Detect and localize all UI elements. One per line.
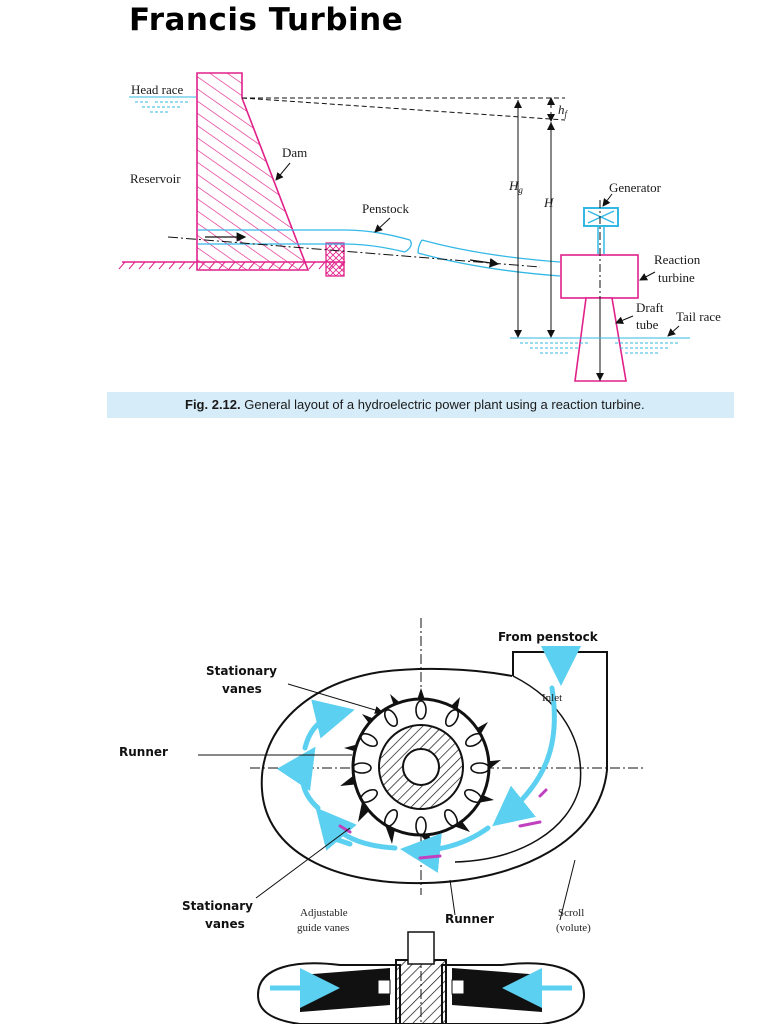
penstock-centerline (167, 236, 541, 268)
leader-lines (198, 683, 576, 921)
label-penstock: Penstock (362, 201, 409, 216)
label-scroll-1: Scroll (558, 907, 584, 919)
label-stationary-vanes-top-1: Stationary (206, 664, 277, 678)
label-tail-race: Tail race (676, 309, 721, 324)
label-h: H (543, 195, 554, 210)
dimension-lines (514, 97, 555, 338)
label-stationary-vanes-bottom-2: vanes (205, 917, 245, 931)
caption-text: General layout of a hydroelectric power … (240, 397, 645, 412)
label-scroll-2: (volute) (556, 922, 591, 934)
caption-number: Fig. 2.12. (185, 397, 241, 412)
figure-caption: Fig. 2.12. General layout of a hydroelec… (185, 397, 645, 412)
ground-line (118, 261, 346, 270)
anchor-block (325, 242, 345, 277)
label-reservoir: Reservoir (130, 171, 181, 186)
label-runner-left: Runner (119, 745, 168, 759)
label-stationary-vanes-top-2: vanes (222, 682, 262, 696)
penstock-pipe (198, 229, 561, 277)
label-turbine: turbine (658, 270, 695, 285)
flow-arrow-2 (469, 258, 500, 268)
label-from-penstock: From penstock (498, 630, 599, 644)
scroll-casing (260, 651, 608, 885)
dam-shape (196, 72, 310, 271)
label-hf: hf (558, 102, 569, 119)
label-draft: Draft (636, 300, 664, 315)
head-lines (241, 97, 566, 121)
label-adjustable-2: guide vanes (297, 922, 349, 934)
page-title: Francis Turbine (129, 2, 404, 38)
tail-race-water (510, 337, 690, 354)
label-head-race: Head race (131, 82, 184, 97)
figure-caption-bar (107, 392, 734, 418)
label-reaction: Reaction (654, 252, 701, 267)
head-race-water (129, 96, 196, 113)
runner-blades (352, 700, 490, 836)
leader-arrows (275, 162, 680, 337)
section-view (256, 931, 586, 1024)
generator (583, 207, 619, 254)
runner-shaft (402, 748, 440, 786)
label-tube: tube (636, 317, 659, 332)
label-adjustable-1: Adjustable (300, 907, 348, 919)
label-generator: Generator (609, 180, 662, 195)
hydro-plant-layout-diagram: Head race Reservoir Dam Penstock Hg H hf… (118, 72, 721, 382)
label-hg: Hg (508, 178, 523, 195)
label-dam: Dam (282, 145, 307, 160)
scroll-inner (454, 675, 582, 863)
flow-arrows (276, 646, 581, 873)
flow-accents (338, 788, 548, 860)
label-runner-bottom: Runner (445, 912, 494, 926)
label-stationary-vanes-bottom-1: Stationary (182, 899, 253, 913)
label-inlet: Inlet (542, 692, 562, 704)
